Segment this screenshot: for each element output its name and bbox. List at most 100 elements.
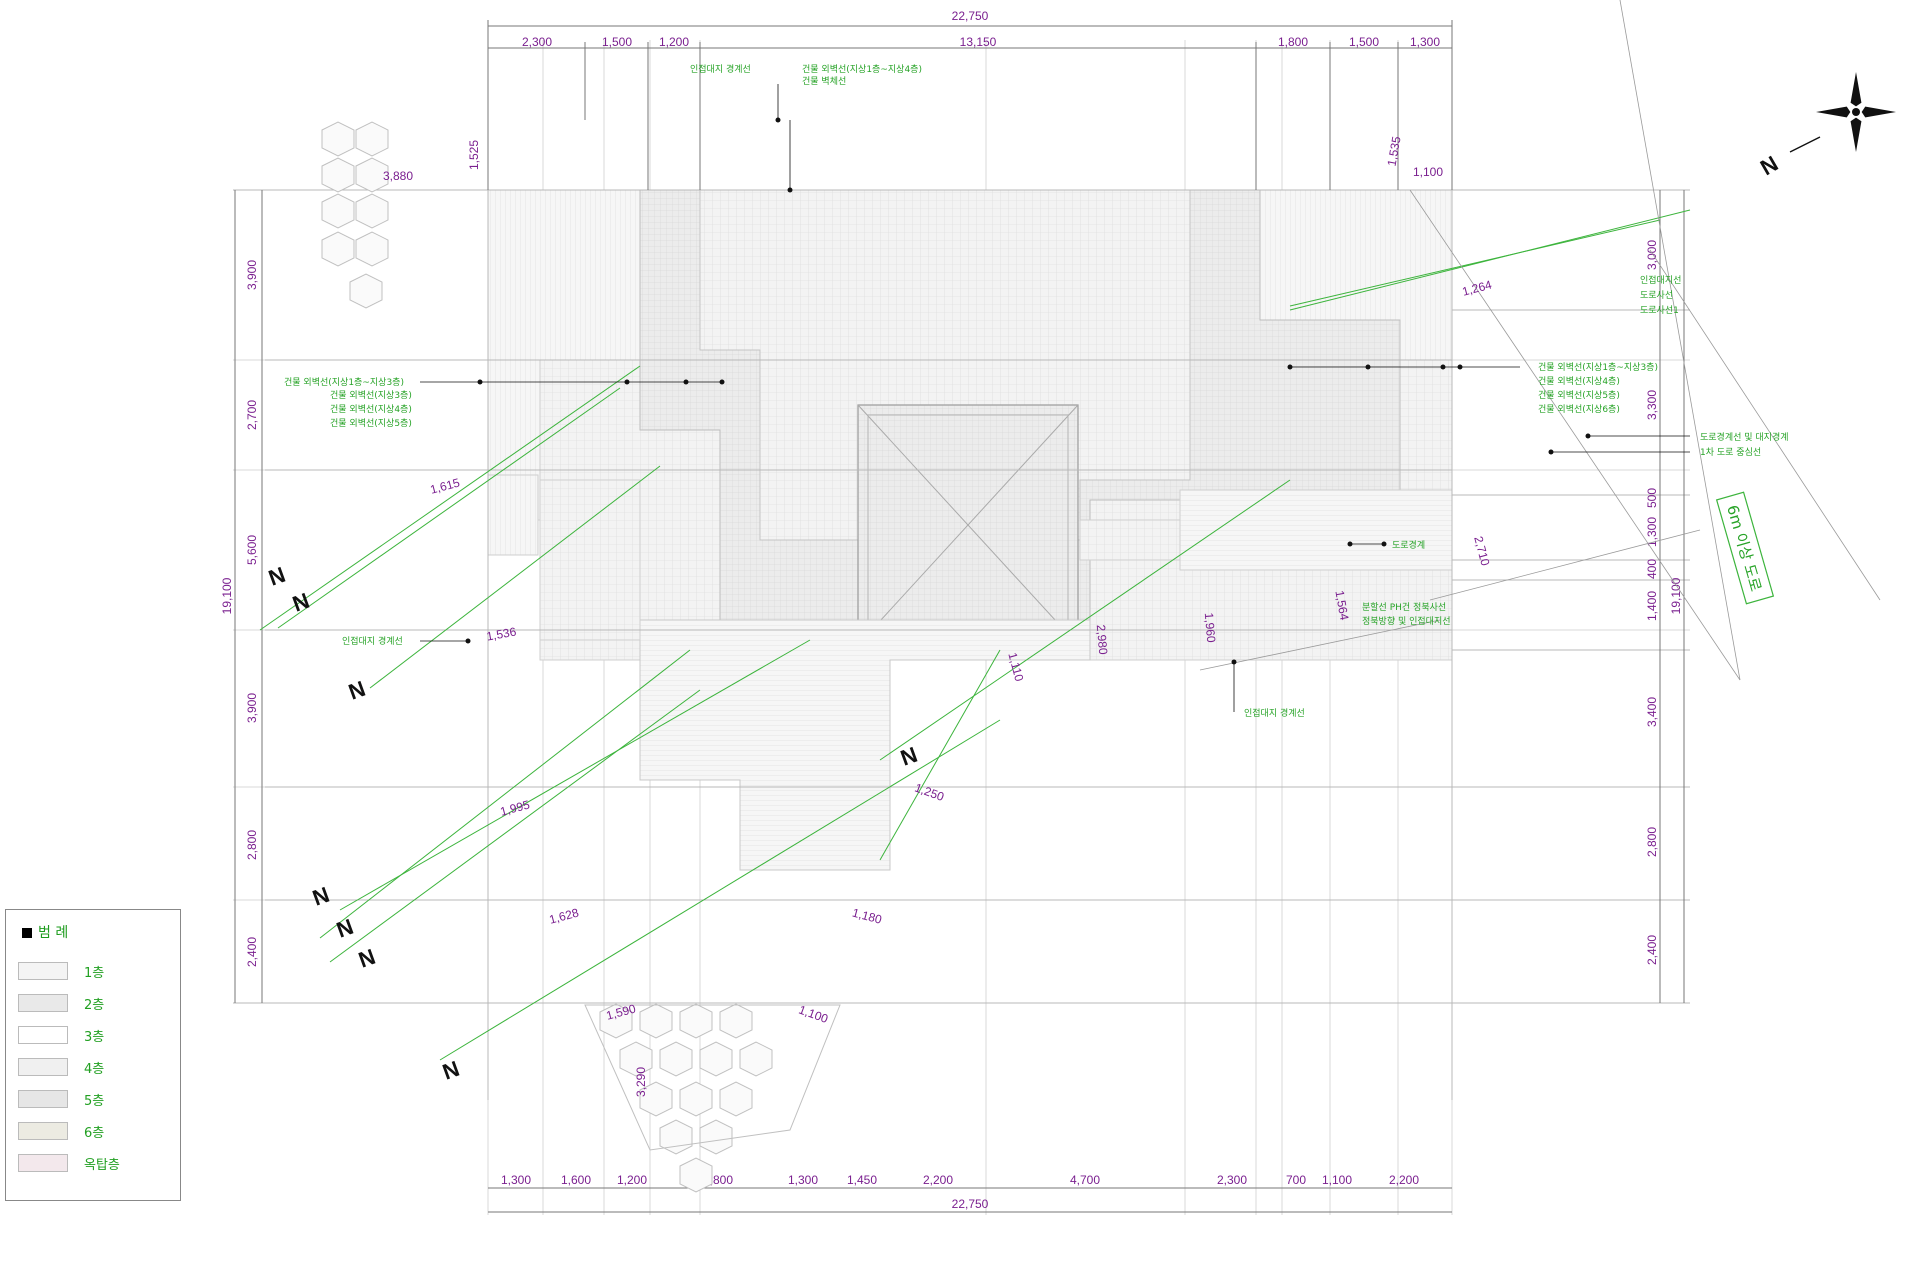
right-dimensions: 3,000 3,300 500 1,300 400 1,400 3,400 2,… bbox=[1645, 240, 1683, 965]
left-segment-5: 2,800 bbox=[245, 830, 259, 860]
bottom-segment-8: 4,700 bbox=[1070, 1173, 1100, 1187]
north-label-7: N bbox=[439, 1056, 462, 1085]
top-segment-1: 2,300 bbox=[522, 35, 552, 49]
misc-dim-9: 1,628 bbox=[548, 905, 581, 926]
top-segment-2: 1,500 bbox=[602, 35, 632, 49]
north-label-2: N bbox=[289, 588, 312, 617]
north-setback-lines bbox=[259, 209, 1691, 1061]
left-segment-2: 2,700 bbox=[245, 400, 259, 430]
note-right-road-2: 1차 도로 중심선 bbox=[1700, 446, 1761, 458]
bottom-segment-12: 2,200 bbox=[1389, 1173, 1419, 1187]
note-right-4: 건물 외벽선(지상6층) bbox=[1538, 403, 1620, 415]
misc-dim-11: 3,290 bbox=[634, 1067, 648, 1097]
legend-swatch-5 bbox=[18, 1090, 68, 1108]
legend-item-4: 4층 bbox=[18, 1056, 104, 1078]
misc-dimensions: 1,525 3,880 1,535 1,100 1,264 1,615 1,53… bbox=[383, 135, 1494, 1097]
note-right-1: 건물 외벽선(지상1층~지상3층) bbox=[1538, 361, 1658, 373]
legend-swatch-3 bbox=[18, 1026, 68, 1044]
bottom-dimension-lines bbox=[488, 1187, 1452, 1213]
misc-dim-2: 3,880 bbox=[383, 169, 413, 183]
misc-dim-14: 1,180 bbox=[851, 905, 884, 926]
legend-label-7: 옥탑층 bbox=[84, 1157, 120, 1173]
bottom-segment-11: 1,100 bbox=[1322, 1173, 1352, 1187]
north-label-3: N bbox=[345, 676, 368, 705]
right-segment-3: 500 bbox=[1645, 488, 1659, 508]
note-right-mid2-2: 정북방향 및 인접대지선 bbox=[1362, 615, 1451, 627]
tree-cluster-bottom bbox=[599, 1003, 773, 1193]
top-segment-6: 1,500 bbox=[1349, 35, 1379, 49]
left-total-dimension: 19,100 bbox=[220, 577, 234, 614]
legend-label-2: 2층 bbox=[84, 997, 105, 1013]
note-left-mid: 인접대지 경계선 bbox=[342, 635, 403, 647]
right-segment-6: 1,400 bbox=[1645, 591, 1659, 621]
right-segment-4: 1,300 bbox=[1645, 517, 1659, 547]
bottom-segment-2: 1,600 bbox=[561, 1173, 591, 1187]
misc-dim-7: 1,536 bbox=[485, 625, 517, 644]
right-segment-7: 3,400 bbox=[1645, 697, 1659, 727]
annotations: 인접대지 경계선 건물 외벽선(지상1층~지상4층) 건물 벽체선 건물 외벽선… bbox=[284, 63, 1789, 719]
left-segment-4: 3,900 bbox=[245, 693, 259, 723]
misc-dim-8: 1,995 bbox=[499, 797, 532, 818]
note-top-center-a: 건물 외벽선(지상1층~지상4층) bbox=[802, 63, 922, 75]
misc-dim-12: 1,100 bbox=[797, 1003, 830, 1027]
misc-dim-13: 1,250 bbox=[913, 781, 946, 805]
legend-swatch-1 bbox=[18, 962, 68, 980]
note-right-low: 인접대지 경계선 bbox=[1244, 707, 1305, 719]
left-segment-3: 5,600 bbox=[245, 535, 259, 565]
legend-square-icon bbox=[22, 928, 32, 938]
top-segment-3: 1,200 bbox=[659, 35, 689, 49]
legend-label-5: 5층 bbox=[84, 1093, 105, 1109]
note-right-mid: 도로경계 bbox=[1392, 539, 1425, 551]
bottom-segment-7: 2,200 bbox=[923, 1173, 953, 1187]
misc-dim-17: 1,960 bbox=[1202, 612, 1219, 643]
misc-dim-5: 1,264 bbox=[1461, 277, 1494, 298]
legend-item-3: 3층 bbox=[18, 1024, 104, 1046]
note-right-top-1: 인접대지선 bbox=[1640, 274, 1681, 286]
setback-guide-lines bbox=[1199, 0, 1881, 681]
legend-title-text: 범 례 bbox=[38, 925, 69, 941]
bottom-segment-5: 1,300 bbox=[788, 1173, 818, 1187]
note-top-center: 인접대지 경계선 bbox=[690, 63, 751, 75]
note-right-mid2-1: 분할선 PH건 정북사선 bbox=[1362, 602, 1446, 613]
north-arrow-dash bbox=[1789, 136, 1821, 153]
note-top-center-b: 건물 벽체선 bbox=[802, 76, 846, 87]
compass-north-arrow-icon bbox=[1816, 72, 1896, 152]
right-segment-1: 3,000 bbox=[1645, 240, 1659, 270]
legend-label-1: 1층 bbox=[84, 965, 105, 981]
left-dimension-lines bbox=[234, 190, 263, 1003]
misc-dim-19: 1,564 bbox=[1332, 589, 1351, 621]
left-dimensions: 19,100 3,900 2,700 5,600 3,900 2,800 2,4… bbox=[220, 260, 259, 967]
legend: 범 례 1층 2층 3층 4층 5층 6층 옥탑층 bbox=[5, 909, 181, 1201]
note-left-2: 건물 외벽선(지상3층) bbox=[330, 389, 412, 401]
bottom-segment-10: 700 bbox=[1286, 1173, 1306, 1187]
misc-dim-3: 1,535 bbox=[1385, 135, 1404, 167]
bottom-dimensions: 1,300 1,600 1,200 2,800 1,300 1,450 2,20… bbox=[501, 1173, 1419, 1211]
legend-item-6: 6층 bbox=[18, 1120, 104, 1142]
left-segment-6: 2,400 bbox=[245, 937, 259, 967]
north-label-9: N bbox=[1756, 151, 1782, 181]
bottom-segment-3: 1,200 bbox=[617, 1173, 647, 1187]
legend-title: 범 례 bbox=[22, 922, 68, 942]
legend-label-4: 4층 bbox=[84, 1061, 105, 1077]
note-right-3: 건물 외벽선(지상5층) bbox=[1538, 389, 1620, 401]
legend-item-7: 옥탑층 bbox=[18, 1152, 120, 1174]
road-label: 6m 이상 도로 bbox=[1715, 491, 1775, 605]
legend-item-2: 2층 bbox=[18, 992, 104, 1014]
north-label-4: N bbox=[309, 882, 332, 911]
north-label-5: N bbox=[333, 914, 356, 943]
note-right-top-3: 도로사선1 bbox=[1640, 305, 1679, 316]
note-left-4: 건물 외벽선(지상5층) bbox=[330, 417, 412, 429]
bottom-segment-1: 1,300 bbox=[501, 1173, 531, 1187]
note-right-road-1: 도로경계선 및 대지경계 bbox=[1700, 431, 1789, 443]
top-dimension-lines bbox=[487, 20, 1453, 190]
top-segment-7: 1,300 bbox=[1410, 35, 1440, 49]
misc-dim-16: 2,980 bbox=[1094, 624, 1111, 655]
leader-lines bbox=[420, 84, 1690, 712]
right-segment-2: 3,300 bbox=[1645, 390, 1659, 420]
right-segment-9: 2,400 bbox=[1645, 935, 1659, 965]
bottom-segment-9: 2,300 bbox=[1217, 1173, 1247, 1187]
building-footprint bbox=[487, 189, 1453, 871]
floor-5-area bbox=[639, 619, 1091, 871]
bottom-segment-6: 1,450 bbox=[847, 1173, 877, 1187]
bottom-total-dimension: 22,750 bbox=[952, 1197, 989, 1211]
